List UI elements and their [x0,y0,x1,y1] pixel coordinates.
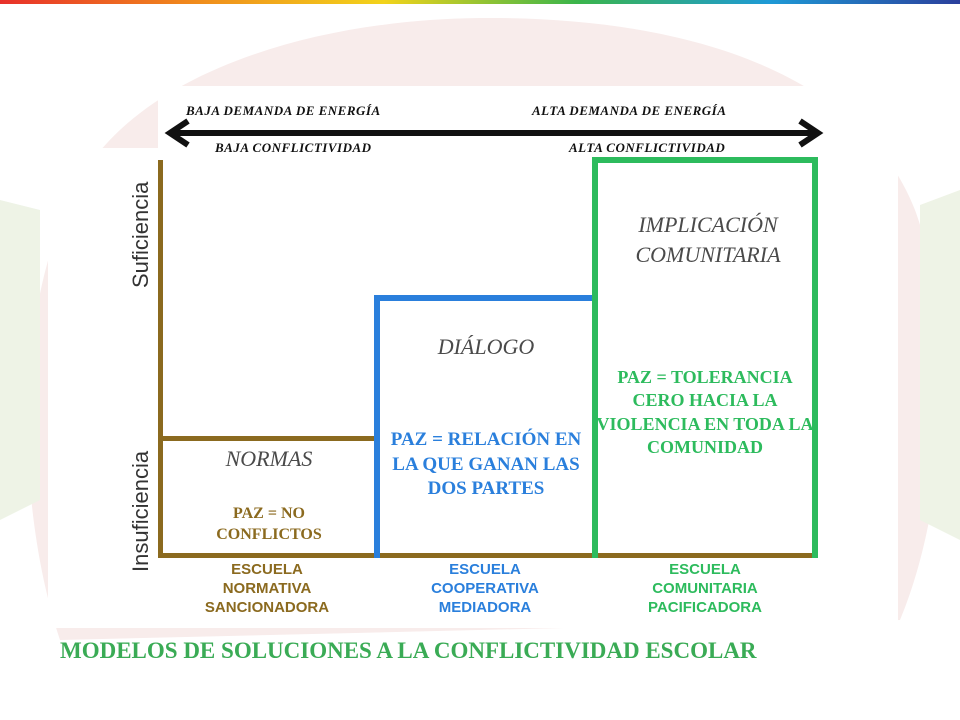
energy-double-arrow [164,118,824,148]
box-normas-desc: PAZ = NO CONFLICTOS [216,505,322,543]
vertical-axis-line [158,160,163,558]
school-comunitaria-line1: ESCUELA [669,561,741,578]
high-energy-label: ALTA DEMANDA DE ENERGÍA [532,103,727,118]
school-comunitaria-line2: COMUNITARIA [652,580,758,598]
school-cooperativa-line1: ESCUELA [449,561,521,578]
box-implicacion [592,157,818,558]
low-conflict-label: BAJA CONFLICTIVIDAD [215,140,372,155]
school-cooperativa-line2: COOPERATIVA [431,580,539,598]
high-conflict-label: ALTA CONFLICTIVIDAD [569,140,726,155]
school-normativa: ESCUELA NORMATIVA SANCIONADORA [162,560,372,618]
box-implicacion-title: IMPLICACIÓN COMUNITARIA [635,212,781,267]
school-normativa-line3: SANCIONADORA [204,599,330,617]
diagram-panel [158,86,898,628]
axis-label-insuficiencia: Insuficiencia [128,450,153,572]
school-cooperativa: ESCUELA COOPERATIVA MEDIADORA [378,560,592,618]
diagram-panel-left [48,148,160,628]
horizontal-axis-line [158,553,816,558]
axis-label-suficiencia: Suficiencia [128,181,153,288]
top-color-bar [0,0,960,4]
diagram-caption: MODELOS DE SOLUCIONES A LA CONFLICTIVIDA… [60,638,757,663]
box-implicacion-desc: PAZ = TOLERANCIA CERO HACIA LA VIOLENCIA… [596,367,814,458]
school-comunitaria: ESCUELA COMUNITARIA PACIFICADORA [598,560,812,618]
school-comunitaria-line3: PACIFICADORA [648,599,762,617]
school-normativa-line2: NORMATIVA [222,580,312,598]
school-cooperativa-line3: MEDIADORA [438,599,532,617]
low-energy-label: BAJA DEMANDA DE ENERGÍA [186,103,381,118]
box-normas-title: NORMAS [225,446,313,471]
school-normativa-line1: ESCUELA [231,561,303,578]
box-dialogo-title: DIÁLOGO [437,334,535,359]
box-dialogo-desc: PAZ = RELACIÓN EN LA QUE GANAN LAS DOS P… [390,429,582,500]
